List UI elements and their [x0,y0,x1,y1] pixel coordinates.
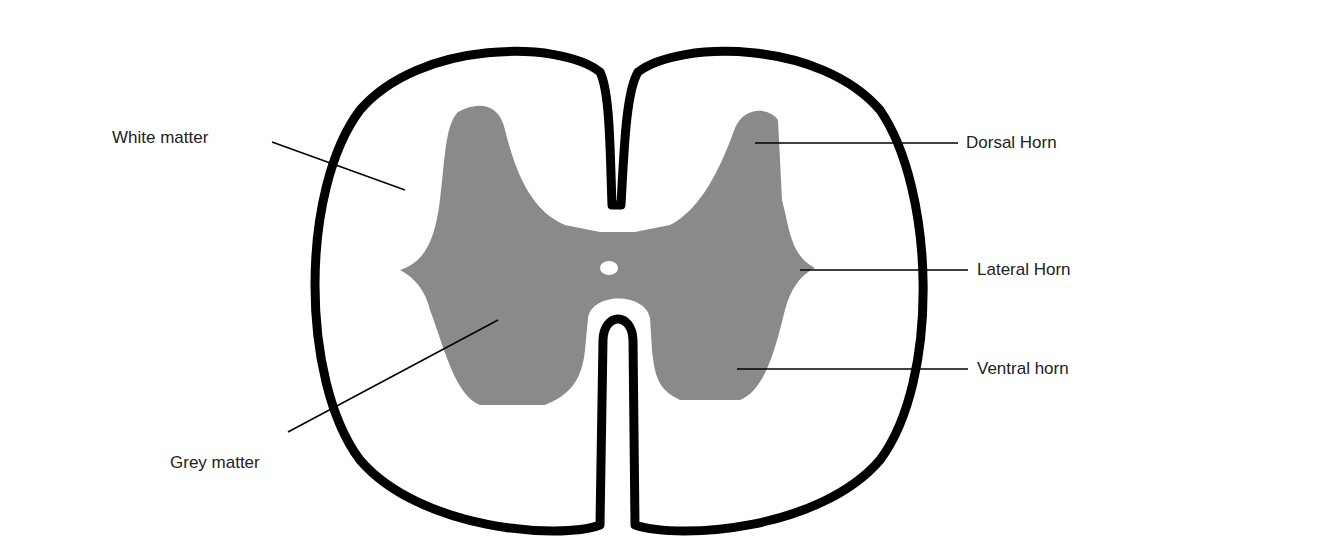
part-label: Grey matter [170,453,260,473]
leader-line [755,142,958,144]
central-canal [600,261,618,275]
part-label: Lateral Horn [977,260,1071,280]
cord-outline [315,51,923,531]
part-label: Ventral horn [977,359,1069,379]
grey-matter-shape [400,106,815,405]
leader-line [288,320,498,432]
leader-line [272,142,405,190]
leader-line [800,269,968,271]
part-label: White matter [112,128,208,148]
leader-line [737,368,968,370]
part-label: Dorsal Horn [966,133,1057,153]
